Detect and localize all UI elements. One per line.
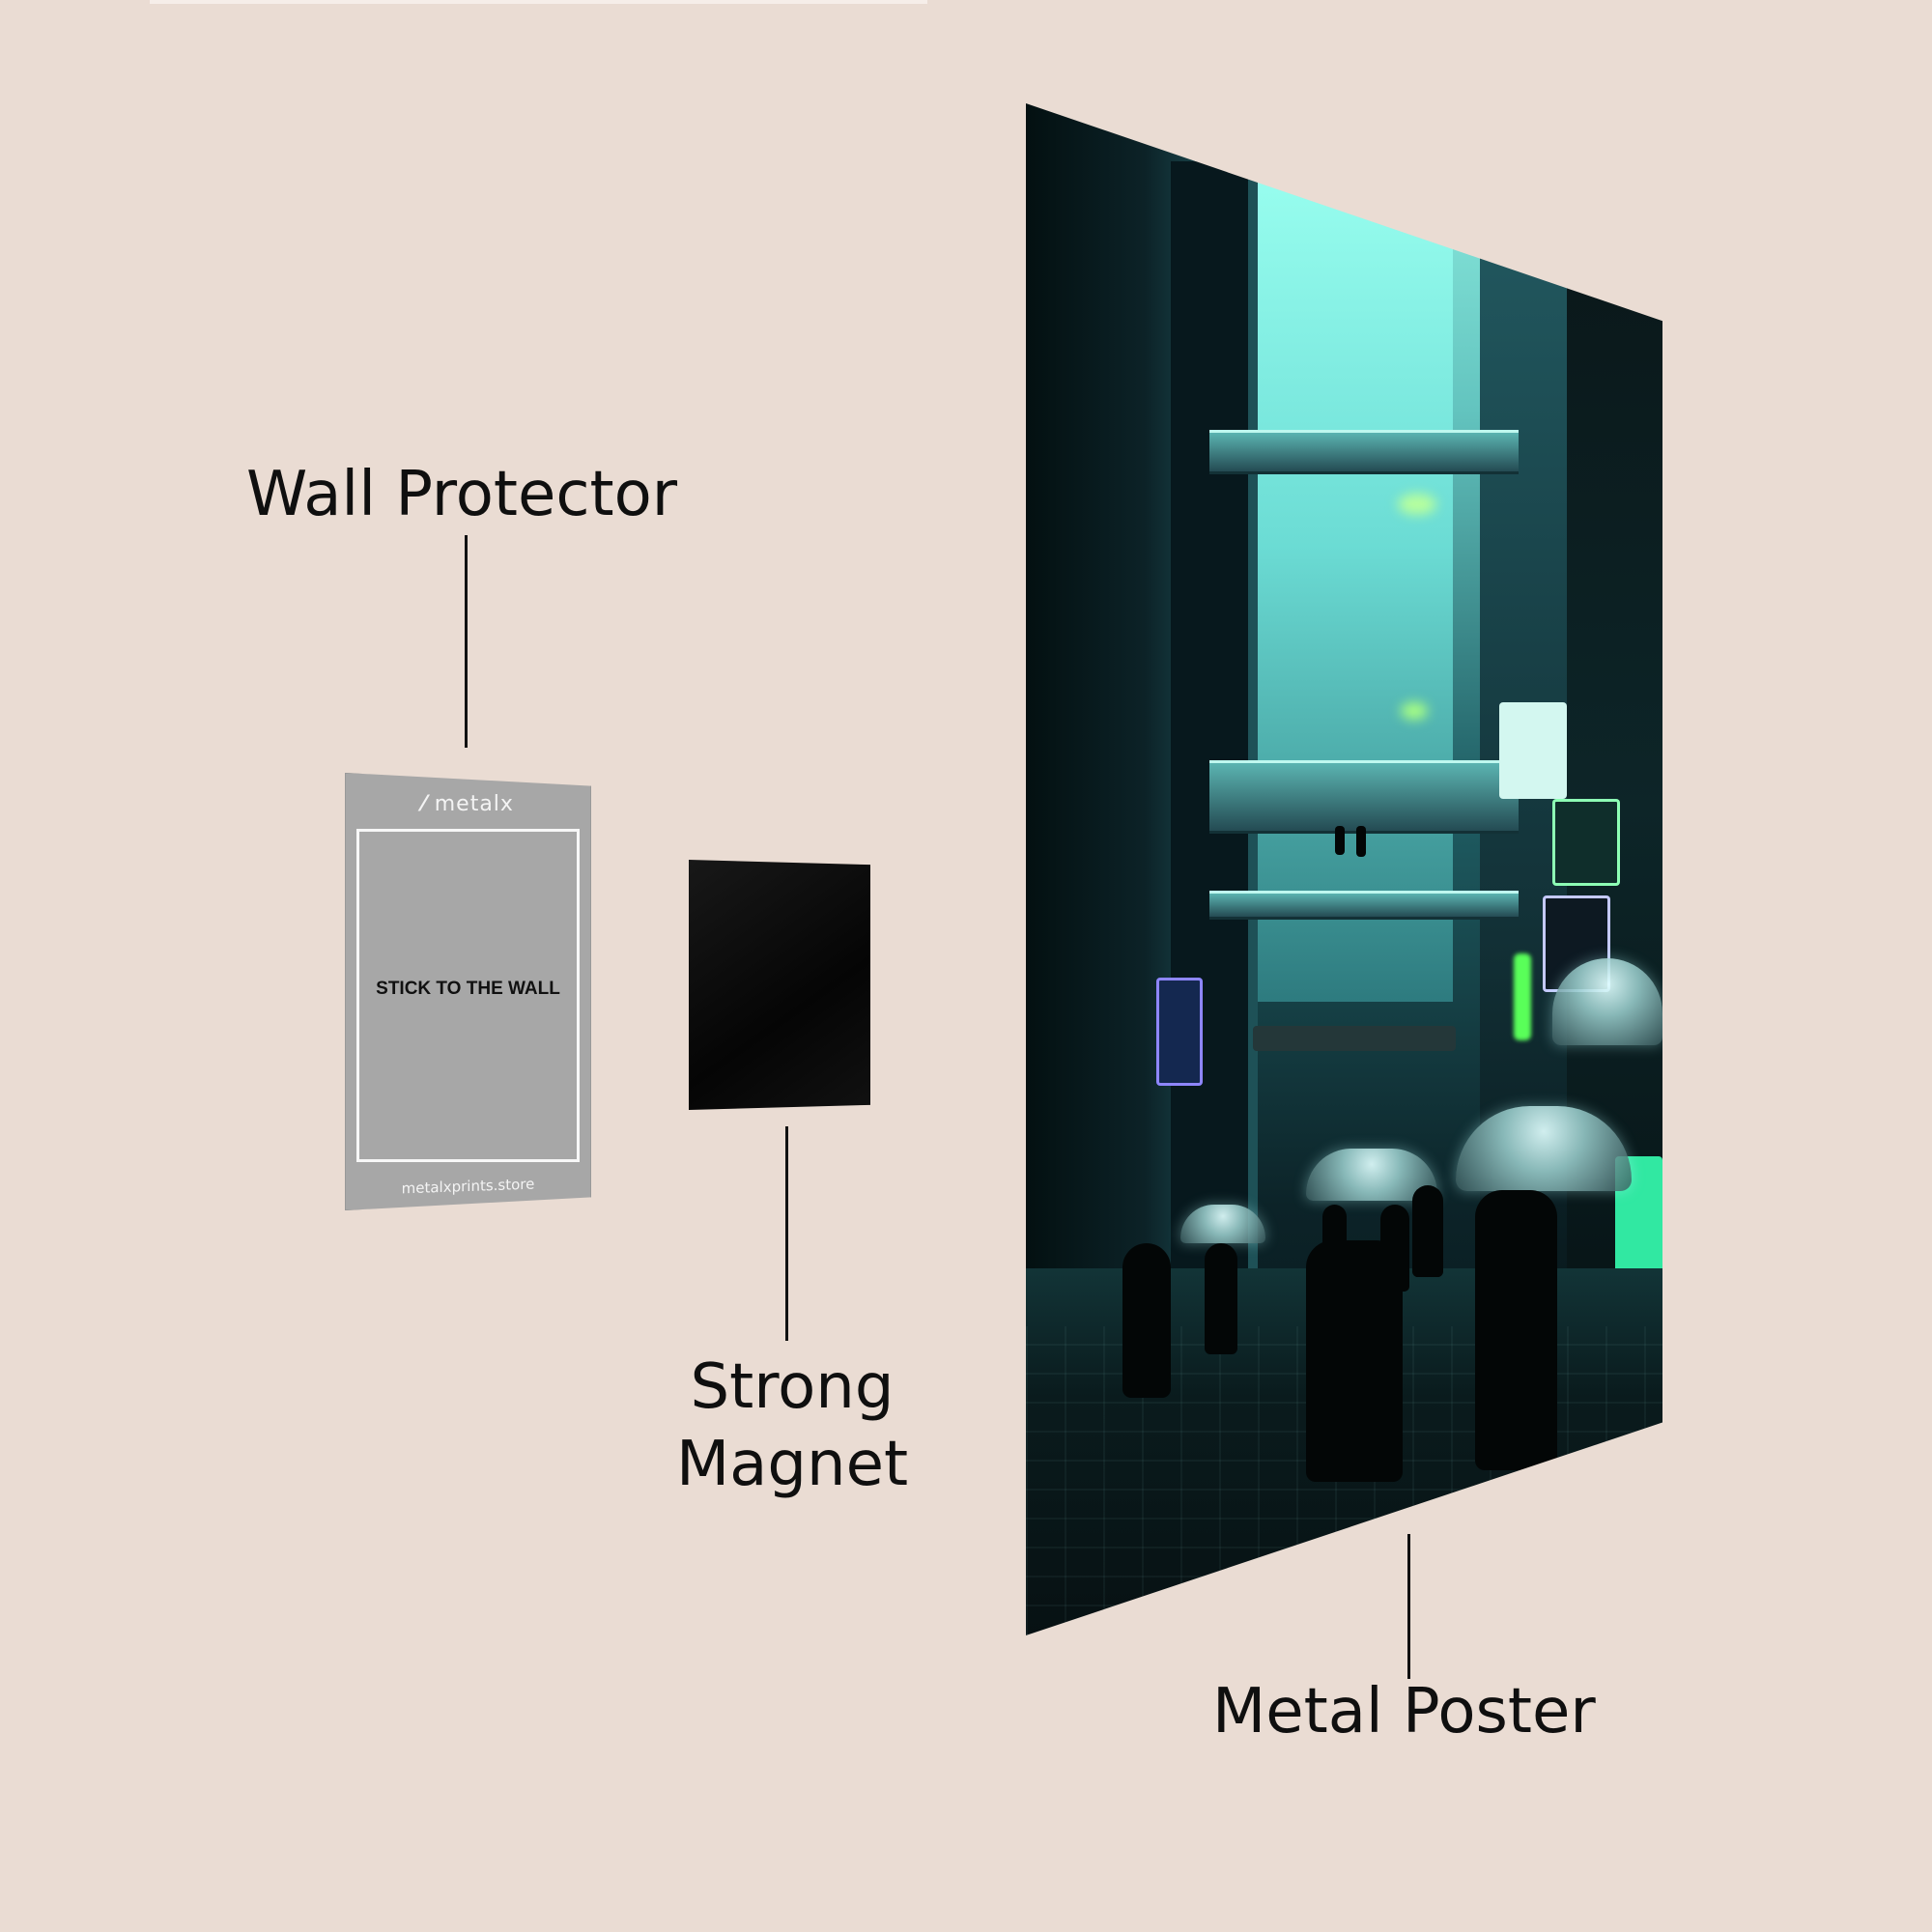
top-strip: [150, 0, 927, 4]
poster-bridge-figure: [1335, 826, 1345, 855]
protector-logo: ⁄ metalx: [345, 792, 591, 816]
strong-magnet-panel: [689, 860, 870, 1110]
poster-street-sign: [1253, 1026, 1456, 1051]
poster-pedestrian: [1380, 1205, 1409, 1292]
poster-skybridge-lower: [1209, 891, 1519, 920]
poster-pedestrian: [1122, 1243, 1171, 1398]
poster-left-building-face: [1171, 161, 1258, 1301]
strong-magnet-label: Strong Magnet: [599, 1349, 985, 1503]
protector-brand: metalx: [434, 792, 514, 816]
metal-poster-label: Metal Poster: [1212, 1676, 1596, 1747]
strong-magnet-label-line2: Magnet: [675, 1429, 909, 1500]
poster-pedestrian: [1322, 1205, 1347, 1272]
poster-skybridge-middle: [1209, 760, 1519, 834]
protector-sticker-text: STICK TO THE WALL: [376, 979, 560, 999]
poster-shop-sign: [1552, 799, 1620, 886]
protector-website: metalxprints.store: [401, 1175, 535, 1198]
wall-protector-panel: ⁄ metalx STICK TO THE WALL metalxprints.s…: [345, 773, 591, 1210]
poster-shop-sign: [1156, 978, 1203, 1086]
poster-pedestrian: [1205, 1243, 1237, 1354]
wall-protector-label: Wall Protector: [246, 459, 678, 530]
poster-shop-sign: [1499, 702, 1567, 799]
poster-neon-light: [1514, 953, 1531, 1040]
metal-poster-image: [1026, 103, 1662, 1635]
poster-pedestrian: [1412, 1185, 1443, 1277]
protector-frame: [356, 829, 580, 1162]
poster-skybridge-top: [1209, 430, 1519, 474]
wall-protector-connector: [465, 535, 468, 748]
metal-poster-connector: [1407, 1534, 1410, 1679]
poster-umbrella: [1552, 958, 1662, 1045]
poster-umbrella: [1456, 1106, 1632, 1191]
poster-umbrella: [1180, 1205, 1265, 1243]
poster-pedestrian: [1475, 1190, 1557, 1470]
poster-street-light: [1398, 494, 1436, 515]
strong-magnet-connector: [785, 1126, 788, 1341]
poster-bridge-figure: [1356, 826, 1366, 857]
poster-street-light: [1401, 702, 1428, 720]
strong-magnet-label-line1: Strong: [690, 1351, 895, 1423]
poster-sky: [1240, 171, 1453, 1002]
logo-mark-icon: ⁄: [422, 792, 427, 816]
